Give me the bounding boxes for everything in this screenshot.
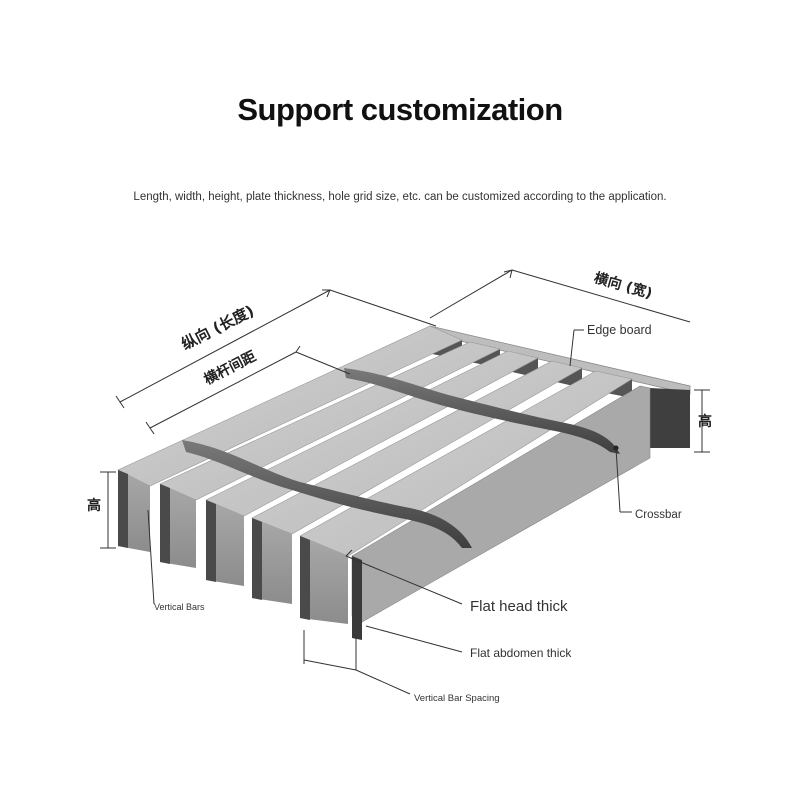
crossbar-label: Crossbar [635,509,682,521]
height-left-label: 高 [87,497,101,514]
height-right-label: 高 [698,413,712,430]
vertical-bar-spacing-label: Vertical Bar Spacing [414,693,500,704]
length-label: 纵向 (长度) [178,302,257,354]
bearing-bar-6 [351,385,651,640]
bearing-bar-3 [205,350,539,586]
dimension-lines [100,269,710,695]
page-subtitle: Length, width, height, plate thickness, … [133,191,667,203]
vertical-bars [117,325,651,640]
vertical-bars-label: Vertical Bars [154,602,205,612]
width-label: 横向 (宽) [592,269,654,302]
page-title: Support customization [237,92,563,127]
flat-head-thick-label: Flat head thick [470,598,568,615]
flat-abdomen-thick-label: Flat abdomen thick [470,646,572,660]
edge-board-label: Edge board [587,323,652,337]
